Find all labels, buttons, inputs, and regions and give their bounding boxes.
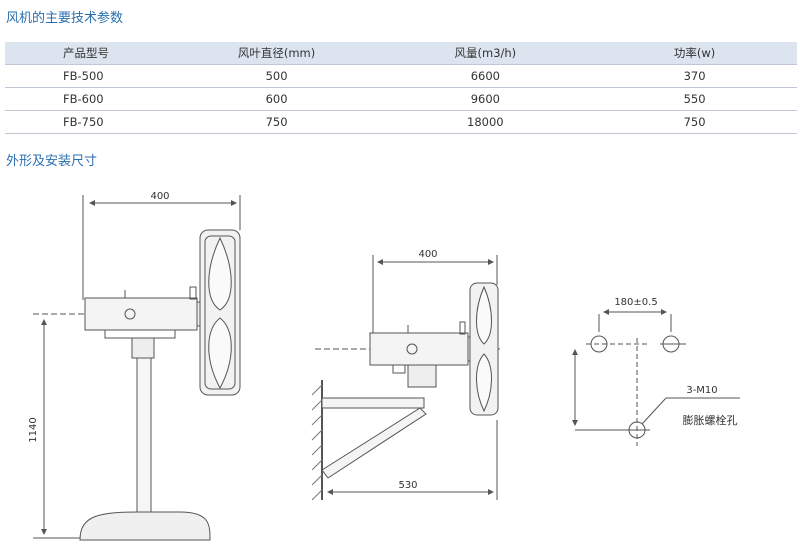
section-title-specs: 风机的主要技术参数 — [6, 11, 124, 26]
hole-layout-drawing: 180±0.5 3-M10 膨胀螺栓孔 — [572, 297, 740, 446]
header-diameter: 风叶直径(mm) — [174, 42, 379, 65]
table-header-row: 产品型号 风叶直径(mm) 风量(m3/h) 功率(w) — [5, 42, 797, 65]
dim-bracket-label: 530 — [398, 480, 417, 491]
cell-airflow: 18000 — [378, 110, 593, 134]
bolt-label: 3-M10 — [686, 385, 717, 396]
wall-fan-drawing: 400 530 — [311, 249, 500, 501]
dim-width-label: 400 — [150, 191, 169, 202]
cell-diameter: 500 — [174, 64, 379, 88]
floor-fan-drawing: 400 1140 — [28, 191, 241, 541]
table-row: FB-600 600 9600 550 — [5, 87, 797, 111]
cell-airflow: 9600 — [378, 87, 593, 111]
cell-model: FB-500 — [5, 64, 175, 88]
cell-power: 550 — [592, 87, 797, 111]
cell-diameter: 600 — [174, 87, 379, 111]
cell-model: FB-750 — [5, 110, 175, 134]
cell-power: 750 — [592, 110, 797, 134]
cell-airflow: 6600 — [378, 64, 593, 88]
table-row: FB-750 750 18000 750 — [5, 110, 797, 134]
cell-power: 370 — [592, 64, 797, 88]
table-row: FB-500 500 6600 370 — [5, 64, 797, 88]
dim-width-label: 400 — [418, 249, 437, 260]
hole-label: 膨胀螺栓孔 — [683, 413, 738, 427]
cell-model: FB-600 — [5, 87, 175, 111]
dim-spacing-label: 180±0.5 — [614, 297, 657, 308]
header-airflow: 风量(m3/h) — [378, 42, 593, 65]
specs-table: 产品型号 风叶直径(mm) 风量(m3/h) 功率(w) FB-500 500 … — [5, 42, 797, 134]
header-model: 产品型号 — [5, 42, 175, 65]
dim-height-label: 1140 — [28, 417, 39, 442]
header-power: 功率(w) — [592, 42, 797, 65]
section-title-dimensions: 外形及安装尺寸 — [6, 154, 98, 169]
cell-diameter: 750 — [174, 110, 379, 134]
